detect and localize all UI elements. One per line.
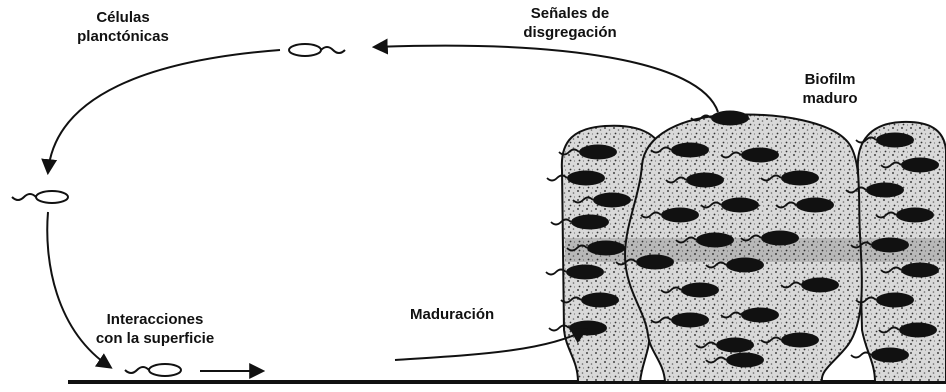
bacterial-cell bbox=[566, 265, 604, 280]
label-line: con la superficie bbox=[75, 329, 235, 348]
label-line: Señales de bbox=[500, 4, 640, 23]
bacterial-cell bbox=[593, 193, 631, 208]
bacterial-cell bbox=[899, 323, 937, 338]
bacterial-cell bbox=[671, 313, 709, 328]
bacterial-cell bbox=[871, 348, 909, 363]
label-dispersal-signals: Señales de disgregación bbox=[500, 4, 640, 42]
bacterial-cell bbox=[636, 255, 674, 270]
bacterial-cell bbox=[741, 148, 779, 163]
bacterial-cell bbox=[579, 145, 617, 160]
cell-flagellum bbox=[851, 353, 871, 358]
bacterial-cell bbox=[681, 283, 719, 298]
bacterial-cell bbox=[726, 353, 764, 368]
label-line: maduro bbox=[785, 89, 875, 108]
attached-cell-icon bbox=[125, 364, 181, 376]
bacterial-cell bbox=[671, 143, 709, 158]
bacterial-cell bbox=[781, 171, 819, 186]
arrow-to-water bbox=[48, 50, 280, 172]
bacterial-cell bbox=[581, 293, 619, 308]
label-line: Biofilm bbox=[785, 70, 875, 89]
bacterial-cell bbox=[686, 173, 724, 188]
bacterial-cell bbox=[801, 278, 839, 293]
bacterial-cell bbox=[726, 258, 764, 273]
bacterial-cell bbox=[567, 171, 605, 186]
bacterial-cell bbox=[871, 238, 909, 253]
label-planktonic-cells: Células planctónicas bbox=[68, 8, 178, 46]
bacterial-cell bbox=[876, 293, 914, 308]
planktonic-cell-icon bbox=[289, 44, 345, 56]
bacterial-cell bbox=[716, 338, 754, 353]
bacterial-cell bbox=[761, 231, 799, 246]
label-line: Interacciones bbox=[75, 310, 235, 329]
bacterial-cell bbox=[571, 215, 609, 230]
planktonic-cell-icon bbox=[12, 191, 68, 203]
bacterial-cell bbox=[721, 198, 759, 213]
bacterial-cell bbox=[587, 241, 625, 256]
bacterial-cell bbox=[876, 133, 914, 148]
bacterial-cell bbox=[711, 111, 749, 126]
bacterial-cell bbox=[569, 321, 607, 336]
arrow-dispersal bbox=[375, 46, 718, 112]
label-line: Células bbox=[68, 8, 178, 27]
label-mature-biofilm: Biofilm maduro bbox=[785, 70, 875, 108]
bacterial-cell bbox=[781, 333, 819, 348]
bacterial-cell bbox=[896, 208, 934, 223]
label-maturation: Maduración bbox=[410, 305, 494, 324]
bacterial-cell bbox=[866, 183, 904, 198]
label-line: disgregación bbox=[500, 23, 640, 42]
arrow-maturation bbox=[395, 330, 585, 360]
bacterial-cell bbox=[741, 308, 779, 323]
bacterial-cell bbox=[661, 208, 699, 223]
bacterial-cell bbox=[696, 233, 734, 248]
bacterial-cell bbox=[901, 158, 939, 173]
bacterial-cell bbox=[901, 263, 939, 278]
label-surface-interactions: Interacciones con la superficie bbox=[75, 310, 235, 348]
label-line: planctónicas bbox=[68, 27, 178, 46]
bacterial-cell bbox=[796, 198, 834, 213]
